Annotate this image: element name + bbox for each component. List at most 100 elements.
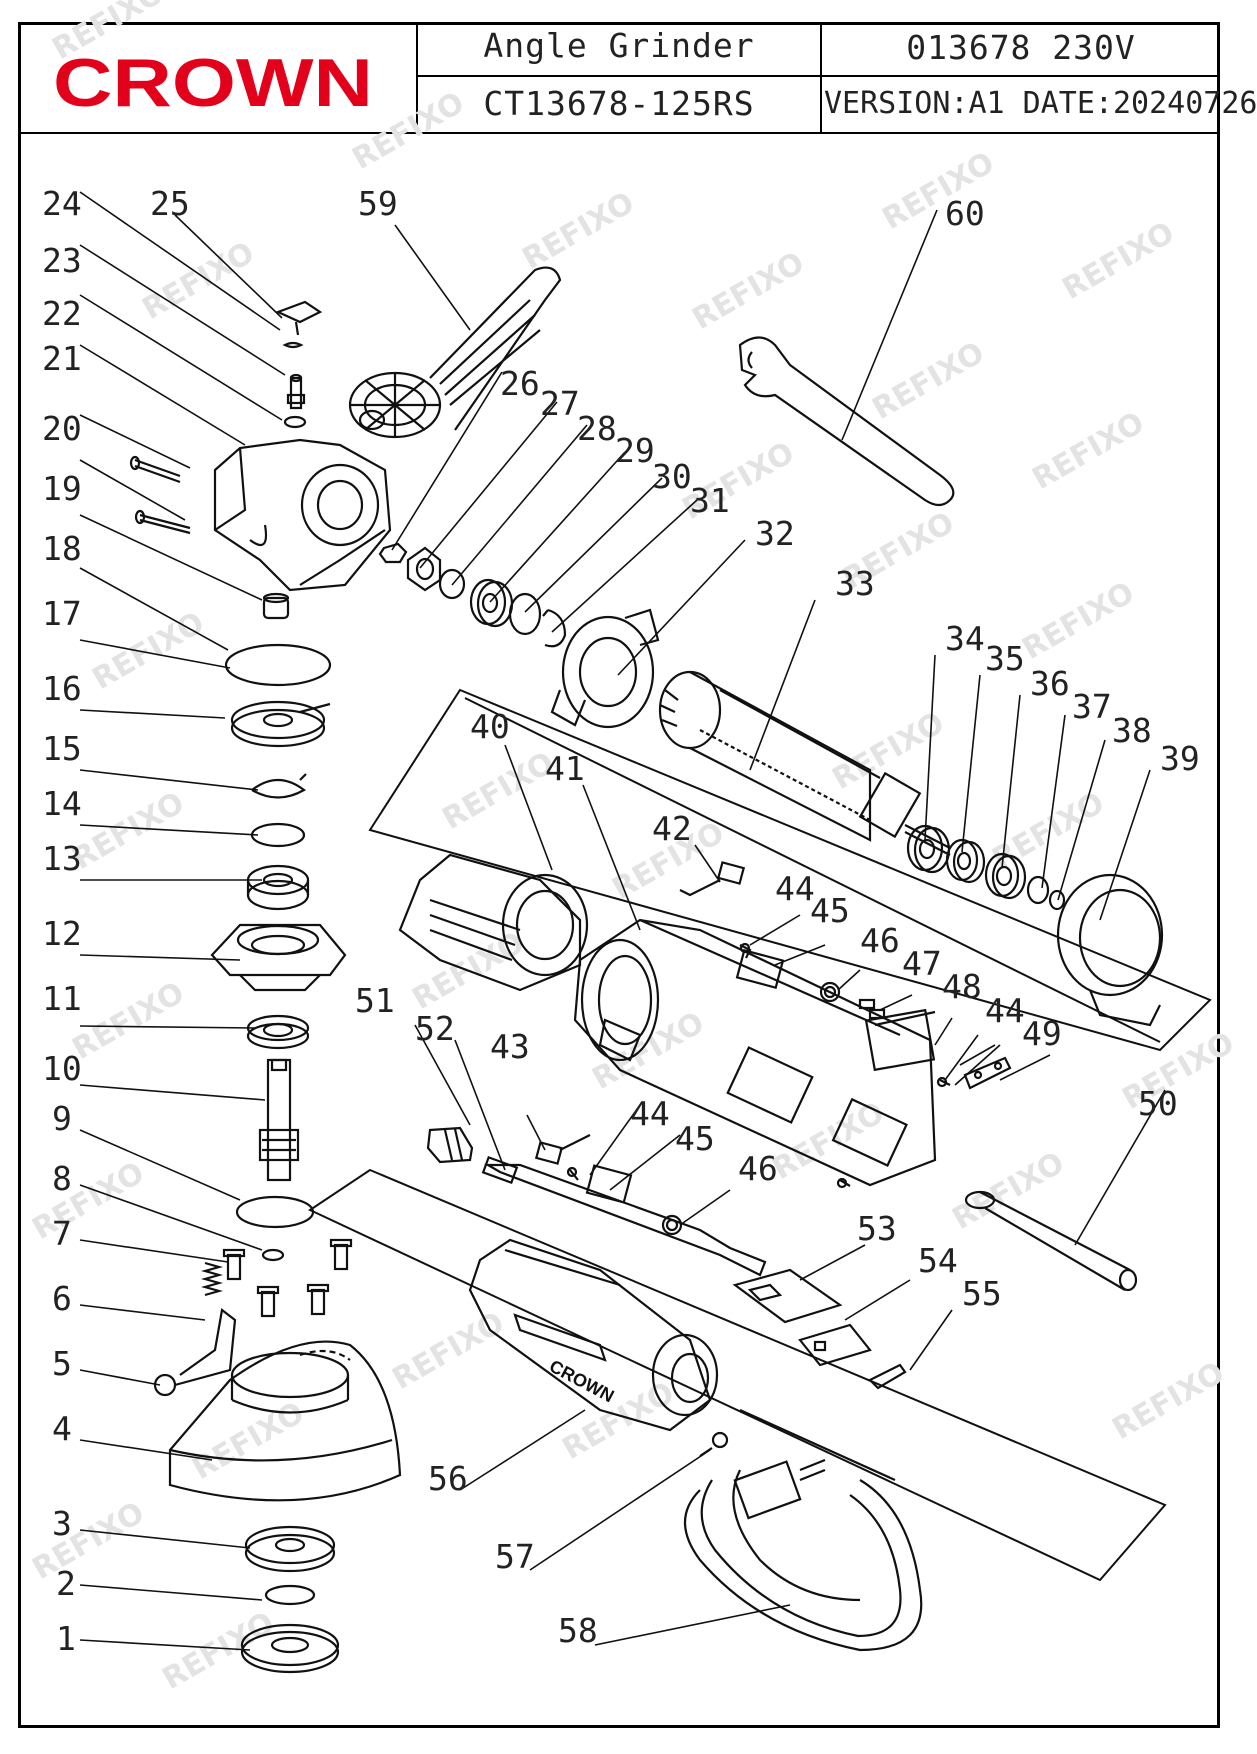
callout-31: 31 — [690, 481, 730, 520]
header-bottom-rule — [18, 132, 1220, 134]
watermark-text: REFIXO — [1107, 1355, 1231, 1447]
part-3-inner-flange — [244, 1525, 336, 1573]
callout-22: 22 — [42, 294, 82, 333]
watermark-text: REFIXO — [67, 785, 191, 877]
callout-52: 52 — [415, 1009, 455, 1048]
watermark-text: REFIXO — [137, 235, 261, 327]
part-9-o-ring — [235, 1195, 315, 1229]
callout-50: 50 — [1138, 1084, 1178, 1123]
callout-1: 1 — [56, 1619, 76, 1658]
part-28-washer — [438, 568, 466, 600]
callout-30: 30 — [652, 457, 692, 496]
header-divider-2 — [820, 22, 822, 134]
watermark-text: REFIXO — [437, 745, 561, 837]
part-39-rear-end-cap — [1056, 873, 1164, 1027]
product-name: Angle Grinder — [483, 26, 755, 65]
part-45-brush-holder — [585, 948, 785, 1204]
callout-23: 23 — [42, 241, 82, 280]
part-7-screw — [222, 1238, 353, 1318]
part-21-gear-housing — [213, 438, 392, 592]
callout-20: 20 — [42, 409, 82, 448]
callout-10: 10 — [42, 1049, 82, 1088]
callout-3: 3 — [52, 1504, 72, 1543]
callout-42: 42 — [652, 809, 692, 848]
part-56-rear-cover — [468, 1238, 719, 1432]
watermark-text: REFIXO — [27, 1495, 151, 1587]
callout-7: 7 — [52, 1214, 72, 1253]
watermark-text: REFIXO — [687, 245, 811, 337]
product-code: 013678 230V — [906, 28, 1136, 67]
part-54-label — [798, 1323, 872, 1367]
callout-48: 48 — [942, 967, 982, 1006]
callout-25: 25 — [150, 184, 190, 223]
part-24-spring — [282, 341, 304, 349]
part-51-switch-button — [426, 1126, 474, 1164]
callout-28: 28 — [577, 409, 617, 448]
watermark-text: REFIXO — [557, 1375, 681, 1467]
callout-14: 14 — [42, 784, 82, 823]
callout-8: 8 — [52, 1159, 72, 1198]
part-11-bearing — [246, 1014, 310, 1050]
part-29-bearing — [469, 578, 514, 628]
housing-logo-text: CROWN — [546, 1356, 617, 1407]
part-2-o-ring — [264, 1584, 316, 1606]
part-43-carbon-brush — [534, 1134, 591, 1165]
part-44-screw — [566, 942, 951, 1189]
part-35-bearing — [945, 838, 986, 884]
callout-47: 47 — [902, 944, 942, 983]
watermark-text: REFIXO — [47, 0, 171, 67]
part-18-needle-bearing — [262, 592, 290, 620]
leader-lines — [79, 191, 1166, 1651]
callout-43: 43 — [490, 1027, 530, 1066]
part-48-switch — [864, 1008, 936, 1072]
model-number: CT13678-125RS — [483, 84, 755, 123]
part-34-bearing — [906, 824, 951, 874]
watermark-text: REFIXO — [27, 1155, 151, 1247]
part-14-washer — [250, 822, 306, 848]
callout-34: 34 — [945, 619, 985, 658]
callout-53: 53 — [857, 1209, 897, 1248]
part-8-small-washer — [261, 1248, 285, 1262]
callout-numbers: 1 2 3 4 5 6 7 8 9 10 11 12 13 14 15 16 1… — [42, 184, 1200, 1658]
part-37-washer — [1026, 875, 1050, 905]
callout-45: 45 — [810, 891, 850, 930]
part-6-spring — [200, 1261, 224, 1297]
part-36-bearing — [984, 852, 1027, 900]
part-22-o-ring — [283, 415, 307, 429]
watermark-text: REFIXO — [517, 185, 641, 277]
part-59-side-handle — [348, 266, 562, 439]
callout-33: 33 — [835, 564, 875, 603]
callout-11: 11 — [42, 979, 82, 1018]
part-4-wheel-guard — [168, 1340, 402, 1502]
part-53-label — [732, 1268, 843, 1324]
callout-26: 26 — [500, 364, 540, 403]
part-1-outer-flange-nut — [240, 1623, 340, 1674]
part-60-spanner-wrench — [738, 336, 955, 507]
part-13-bearing — [246, 864, 310, 911]
callout-18: 18 — [42, 529, 82, 568]
callout-35: 35 — [985, 639, 1025, 678]
part-30-washer — [508, 592, 542, 636]
callout-4: 4 — [52, 1409, 72, 1448]
callout-19: 19 — [42, 469, 82, 508]
part-49-cord-clamp — [963, 1056, 1012, 1090]
crown-logo: CROWN — [53, 45, 373, 121]
watermark-text: REFIXO — [1057, 215, 1181, 307]
watermark-text: REFIXO — [87, 605, 211, 697]
header-middle-rule — [416, 75, 1220, 77]
callout-27: 27 — [540, 384, 580, 423]
callout-21: 21 — [42, 339, 82, 378]
part-55-clip — [868, 1363, 907, 1390]
callout-54: 54 — [918, 1241, 958, 1280]
part-42-carbon-brush — [679, 861, 746, 897]
callout-12: 12 — [42, 914, 82, 953]
part-27-pinion-gear — [406, 546, 442, 592]
callout-32: 32 — [755, 514, 795, 553]
part-5-guard-lever — [153, 1308, 237, 1397]
drawing-frame — [18, 22, 1220, 1728]
part-50-cord-guard — [964, 1190, 1138, 1292]
callout-41: 41 — [545, 749, 585, 788]
part-26-nut — [378, 542, 408, 564]
